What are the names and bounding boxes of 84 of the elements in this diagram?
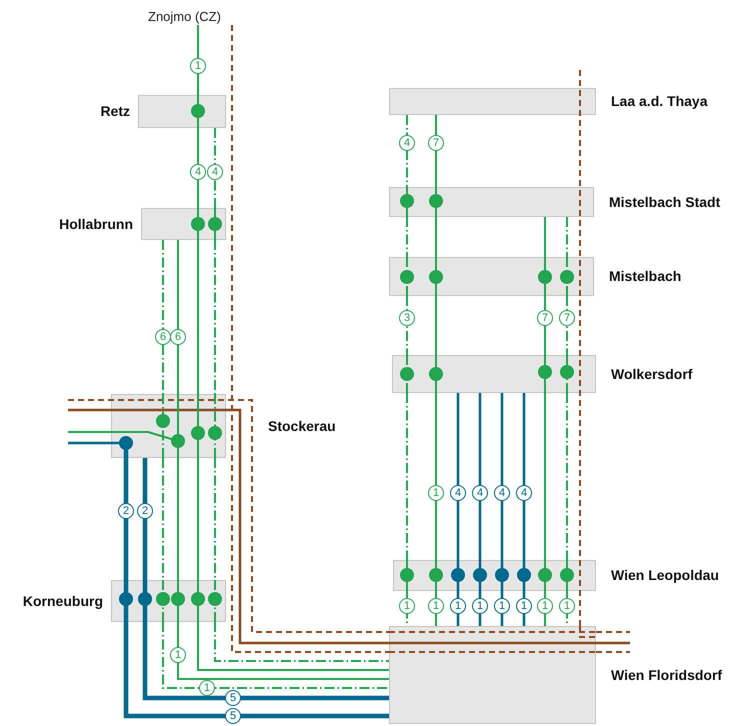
rail-line — [566, 217, 568, 257]
station-name: Korneuburg — [22, 592, 103, 610]
place-name: Znojmo (CZ) — [148, 8, 236, 25]
rail-line — [177, 458, 179, 580]
rail-line — [68, 431, 111, 433]
rail-line — [214, 622, 389, 662]
line-number: 6 — [170, 329, 186, 345]
rail-line — [142, 622, 389, 700]
rail-line — [435, 217, 437, 257]
station-name: Wolkersdorf — [611, 366, 692, 382]
line-number: 7 — [537, 310, 553, 326]
line-number: 7 — [428, 135, 444, 151]
line-number: 4 — [207, 164, 223, 180]
line-number: 1 — [472, 598, 488, 614]
rail-line — [435, 115, 437, 187]
station-name: Laa a.d. Thaya — [611, 93, 708, 110]
rail-line — [406, 217, 408, 257]
line-number: 2 — [118, 503, 134, 519]
station-name: Mistelbach — [609, 268, 682, 285]
line-number: 1 — [428, 485, 444, 501]
rail-line — [435, 296, 437, 355]
rail-line — [435, 393, 437, 560]
station-name: Retz — [100, 103, 130, 120]
rail-line — [544, 393, 546, 560]
line-number: 2 — [137, 503, 153, 519]
rail-line — [162, 240, 164, 394]
line-number: 7 — [559, 310, 575, 326]
line-number: 1 — [199, 680, 215, 696]
rail-line — [162, 622, 389, 689]
rail-line — [566, 393, 568, 560]
rail-line — [162, 458, 164, 580]
rail-line — [522, 393, 526, 560]
rail-line — [214, 128, 216, 208]
line-number: 1 — [559, 598, 575, 614]
line-number: 1 — [170, 647, 186, 663]
rail-line — [406, 296, 408, 355]
station-name: Wien Floridsdorf — [611, 666, 722, 684]
line-number: 1 — [494, 598, 510, 614]
rail-line — [596, 642, 630, 644]
station-name: Mistelbach Stadt — [609, 194, 720, 210]
rail-line — [478, 393, 482, 560]
line-number: 1 — [190, 58, 206, 74]
line-number: 3 — [399, 310, 415, 326]
line-number: 4 — [399, 135, 415, 151]
rail-line — [579, 70, 581, 626]
rail-line — [124, 622, 389, 718]
rail-line — [214, 458, 216, 580]
rail-line — [231, 25, 389, 653]
rail-line — [124, 458, 128, 580]
line-number: 1 — [399, 598, 415, 614]
line-number: 4 — [472, 485, 488, 501]
rail-line — [177, 240, 179, 394]
line-number: 6 — [155, 329, 171, 345]
station-name: Stockerau — [268, 418, 336, 434]
station-name: Hollabrunn — [59, 216, 133, 232]
line-number: 5 — [225, 690, 241, 706]
rail-line — [544, 217, 546, 257]
rail-line — [596, 651, 630, 653]
rail-line — [197, 622, 389, 671]
line-number: 1 — [450, 598, 466, 614]
line-number: 4 — [190, 164, 206, 180]
line-number: 4 — [494, 485, 510, 501]
station-name: Wien Leopoldau — [611, 567, 719, 584]
line-number: 1 — [537, 598, 553, 614]
rail-line — [197, 240, 199, 394]
line-number: 1 — [428, 598, 444, 614]
rail-line — [142, 458, 148, 580]
rail-line — [197, 128, 199, 208]
rail-line — [177, 622, 389, 680]
rail-line — [406, 393, 408, 560]
rail-line — [406, 115, 408, 187]
rail-line — [456, 393, 460, 560]
rail-line — [68, 442, 111, 444]
rail-line — [197, 458, 199, 580]
rail-line — [566, 296, 568, 355]
line-number: 4 — [516, 485, 532, 501]
rail-line — [544, 296, 546, 355]
rail-line — [596, 631, 630, 633]
rail-line — [214, 240, 216, 394]
rail-line — [197, 25, 199, 95]
rail-line — [500, 393, 504, 560]
line-number: 1 — [516, 598, 532, 614]
line-number: 5 — [225, 708, 241, 724]
line-number: 4 — [450, 485, 466, 501]
